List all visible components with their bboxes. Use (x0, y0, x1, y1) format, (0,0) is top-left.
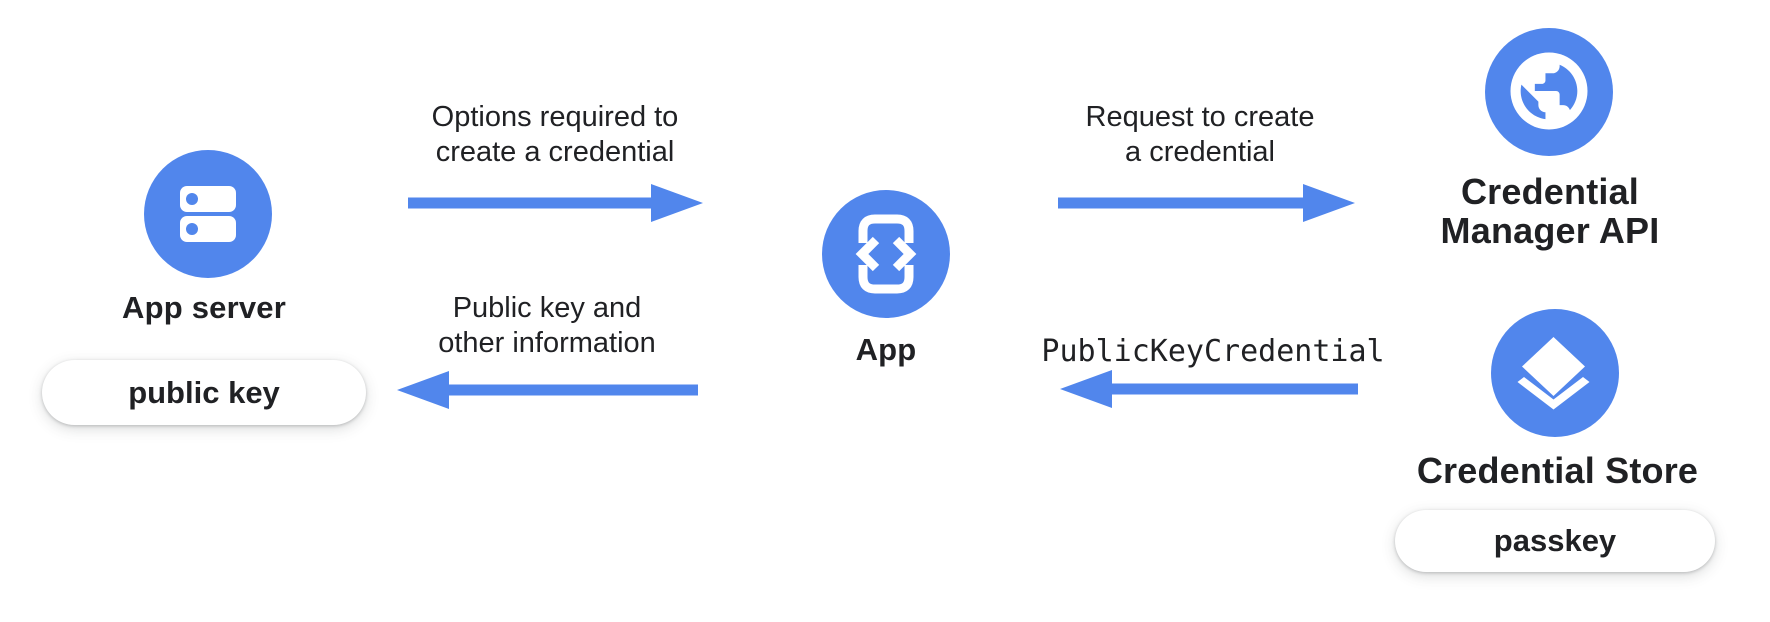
arrow-shaft (1109, 383, 1358, 395)
arrow-head (651, 184, 703, 222)
label-line: Options required to (431, 101, 679, 133)
public-key-credential-arrow (1060, 370, 1358, 408)
credential-manager-label: Credential Manager API (1400, 172, 1700, 250)
options-arrow (408, 184, 703, 222)
credential-store-label: Credential Store (1416, 450, 1699, 491)
app-server-label: App server (122, 290, 286, 325)
label-line: Public key and (452, 292, 642, 324)
layers-icon (1491, 309, 1619, 442)
public-key-credential-label: PublicKeyCredential (1041, 334, 1385, 369)
public-key-info-arrow-label: Public key and other information (377, 291, 717, 361)
public-key-info-arrow (397, 371, 698, 409)
label-line: other information (438, 327, 656, 359)
app-server-icon (144, 150, 272, 283)
arrow-shaft (446, 384, 698, 396)
label-line: a credential (1125, 136, 1275, 168)
label-line: Credential (1460, 171, 1640, 212)
request-arrow (1058, 184, 1355, 222)
label-line: Manager API (1440, 210, 1660, 251)
app-icon (822, 190, 950, 323)
arrow-head (1303, 184, 1355, 222)
passkey-badge-text: passkey (1493, 523, 1617, 558)
label-line: create a credential (435, 136, 675, 168)
arrow-head (1060, 370, 1112, 408)
public-key-badge-text: public key (128, 374, 280, 410)
globe-icon (1485, 28, 1613, 161)
public-key-badge: public key (42, 360, 366, 425)
label-line: Request to create (1085, 101, 1315, 133)
request-arrow-label: Request to create a credential (1030, 100, 1370, 170)
arrow-shaft (1058, 197, 1306, 209)
app-label: App (855, 332, 917, 367)
passkey-badge: passkey (1395, 510, 1715, 572)
arrow-shaft (408, 197, 654, 209)
options-arrow-label: Options required to create a credential (385, 100, 725, 170)
arrow-head (397, 371, 449, 409)
